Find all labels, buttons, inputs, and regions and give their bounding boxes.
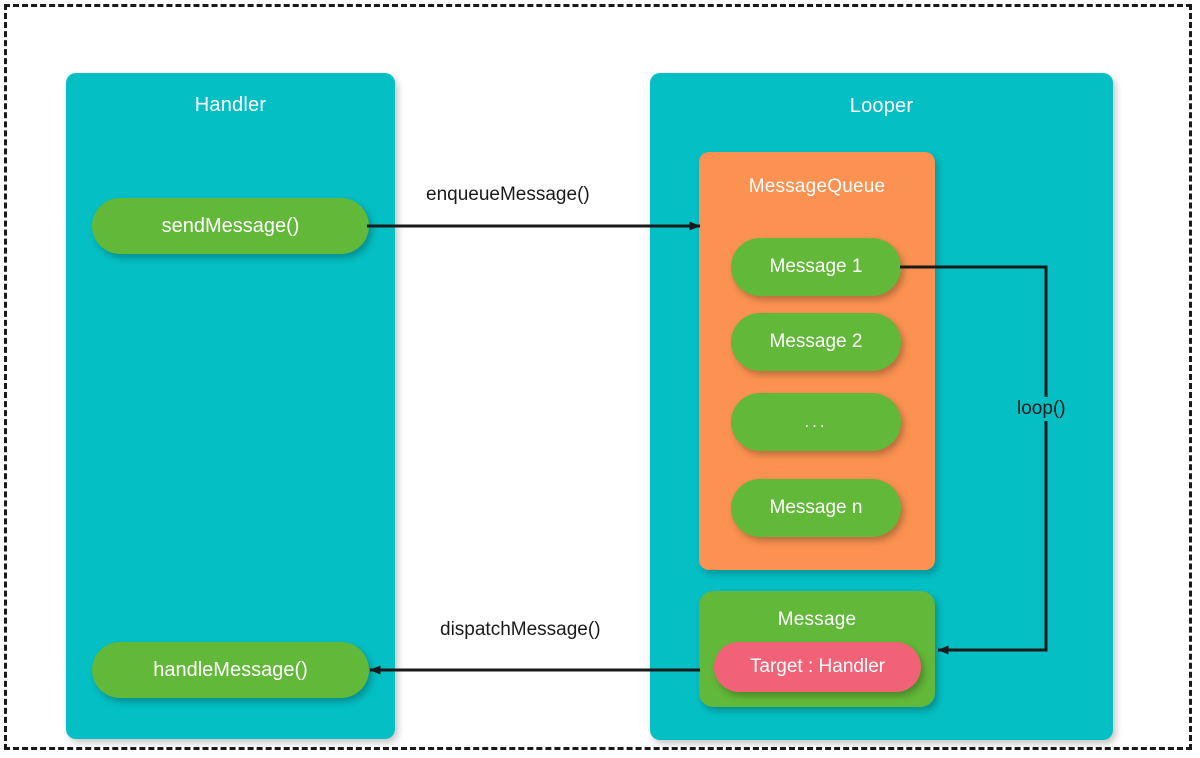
handle-message-node[interactable]: handleMessage() xyxy=(92,642,369,698)
handle-message-label: handleMessage() xyxy=(153,658,308,681)
looper-title: Looper xyxy=(849,95,914,117)
edge-label-enqueue-message: enqueueMessage() xyxy=(426,184,590,205)
edge-label-dispatch-message: dispatchMessage() xyxy=(440,619,601,640)
queue-item-label: ... xyxy=(804,412,828,431)
handler-title: Handler xyxy=(194,94,267,116)
message-card: Message Target : Handler xyxy=(699,591,935,707)
queue-item-message-2[interactable]: Message 2 xyxy=(731,313,901,371)
handler-container: Handler xyxy=(66,73,395,739)
message-target-label: Target : Handler xyxy=(749,656,886,677)
message-queue-container: MessageQueue Message 1 Message 2 ... Mes… xyxy=(699,152,935,570)
queue-item-message-n[interactable]: Message n xyxy=(731,479,901,537)
queue-item-label: Message 1 xyxy=(769,256,863,277)
queue-item-ellipsis[interactable]: ... xyxy=(731,393,901,451)
queue-item-label: Message 2 xyxy=(769,331,863,352)
message-target-node[interactable]: Target : Handler xyxy=(714,642,921,692)
send-message-label: sendMessage() xyxy=(161,214,300,237)
queue-item-message-1[interactable]: Message 1 xyxy=(731,238,901,296)
message-card-title: Message xyxy=(777,609,857,630)
edge-label-loop: loop() xyxy=(1013,397,1070,421)
message-queue-title: MessageQueue xyxy=(748,176,886,197)
queue-item-label: Message n xyxy=(769,497,863,518)
send-message-node[interactable]: sendMessage() xyxy=(92,198,369,254)
